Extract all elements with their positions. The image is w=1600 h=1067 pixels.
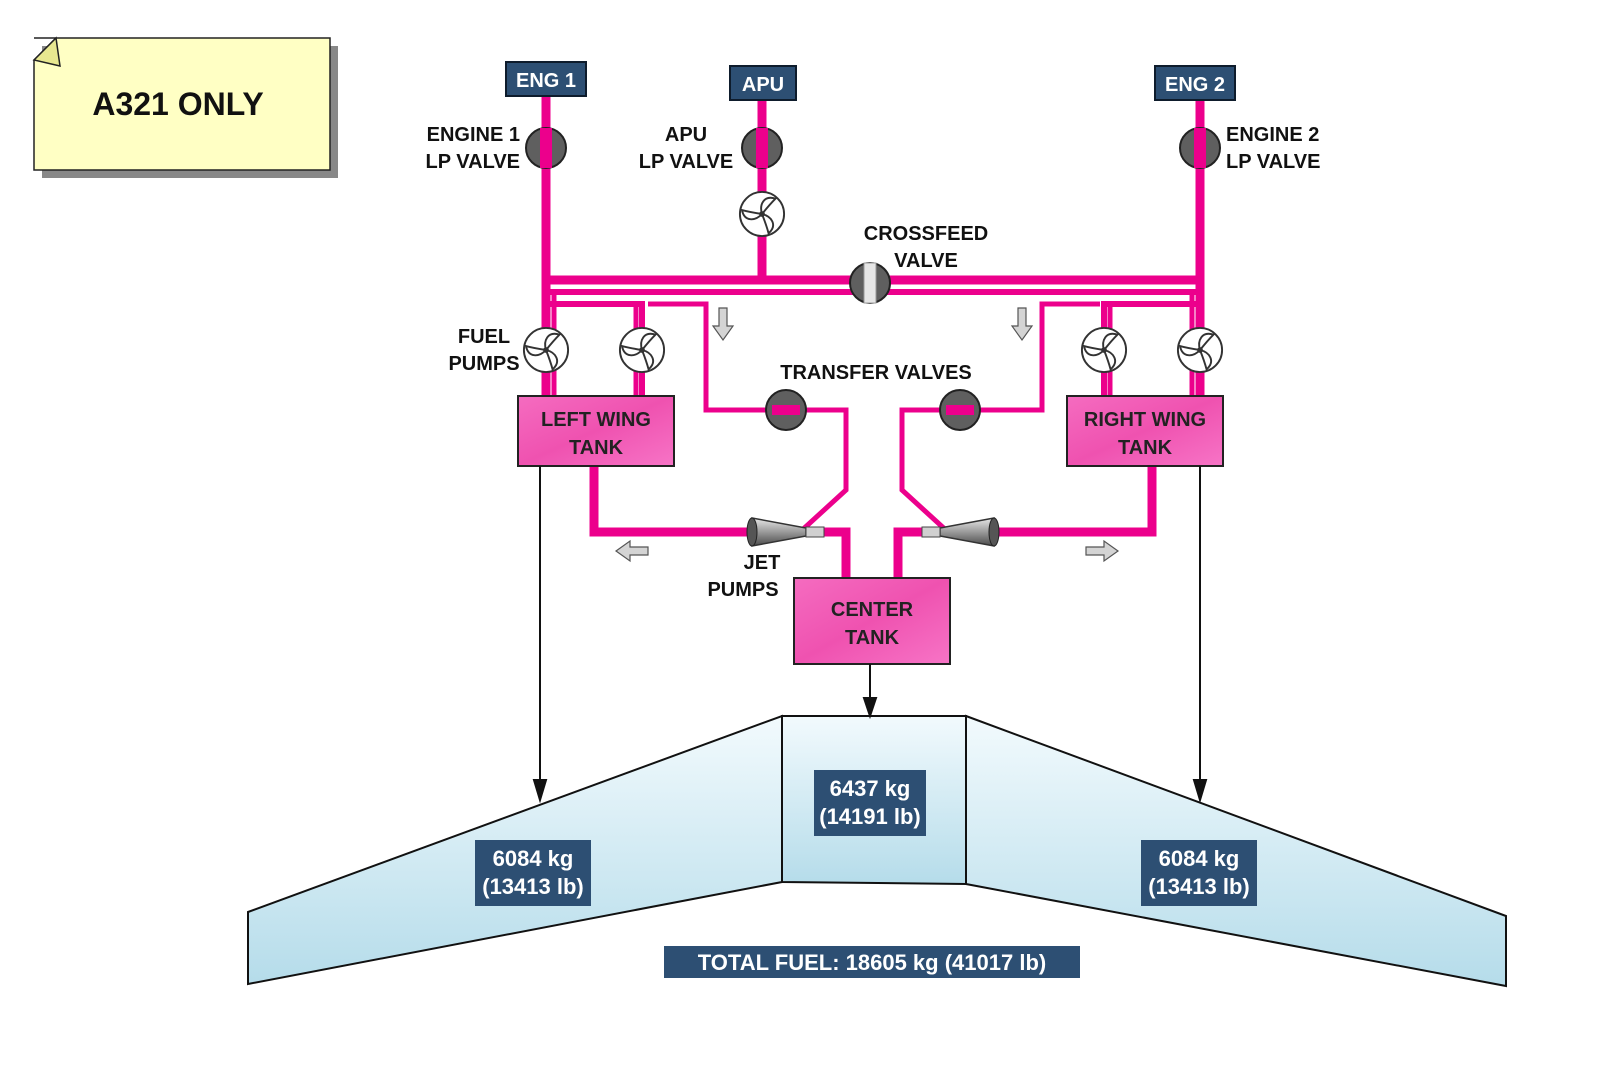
right-wing-tank: RIGHT WING TANK	[1066, 395, 1224, 467]
apu-lp-valve-label-2: LP VALVE	[639, 151, 733, 173]
svg-text:ENG 1: ENG 1	[516, 70, 576, 92]
flow-arrows	[614, 307, 1120, 563]
total-fuel-box: TOTAL FUEL: 18605 kg (41017 lb)	[664, 946, 1080, 978]
engine2-lp-valve-label: ENGINE 2	[1226, 124, 1319, 146]
transfer-valves-label: TRANSFER VALVES	[780, 362, 972, 384]
svg-text:(14191 lb): (14191 lb)	[819, 804, 921, 829]
svg-text:6084 kg: 6084 kg	[1159, 846, 1240, 871]
center-tank: CENTER TANK	[793, 577, 951, 665]
svg-text:6437 kg: 6437 kg	[830, 776, 911, 801]
apu-lp-valve-label: APU	[665, 124, 707, 146]
engine1-lp-valve-label: ENGINE 1	[427, 124, 520, 146]
jet-pumps-label-2: PUMPS	[707, 579, 778, 601]
fuel-pumps-label: FUEL	[458, 326, 510, 348]
left-transfer-valve-icon	[765, 389, 807, 431]
engine1-lp-valve-label-2: LP VALVE	[426, 151, 520, 173]
engine1-lp-valve-icon	[525, 127, 567, 169]
right-capacity-box: 6084 kg (13413 lb)	[1141, 840, 1257, 906]
crossfeed-valve-label-2: VALVE	[894, 250, 958, 272]
right-transfer-valve-icon	[939, 389, 981, 431]
component-labels: ENGINE 1 LP VALVE APU LP VALVE ENGINE 2 …	[426, 124, 1321, 601]
right-jet-pump-icon	[921, 517, 1000, 547]
right-fuel-pump-2-icon	[1176, 326, 1224, 374]
svg-text:LEFT WING: LEFT WING	[541, 409, 651, 431]
crossfeed-valve-label: CROSSFEED	[864, 223, 988, 245]
svg-text:TANK: TANK	[569, 437, 624, 459]
fuel-pumps-label-2: PUMPS	[448, 353, 519, 375]
apu-box: APU	[729, 65, 797, 101]
svg-text:APU: APU	[742, 74, 784, 96]
svg-text:(13413 lb): (13413 lb)	[1148, 874, 1250, 899]
left-jet-pump-icon	[746, 517, 825, 547]
note-text: A321 ONLY	[92, 86, 263, 122]
center-capacity-box: 6437 kg (14191 lb)	[814, 770, 926, 836]
left-capacity-box: 6084 kg (13413 lb)	[475, 840, 591, 906]
apu-lp-valve-icon	[741, 127, 783, 169]
svg-text:6084 kg: 6084 kg	[493, 846, 574, 871]
left-fuel-pump-1-icon	[522, 326, 570, 374]
eng2-box: ENG 2	[1154, 65, 1236, 101]
left-wing-tank: LEFT WING TANK	[517, 395, 675, 467]
a321-only-note: A321 ONLY	[32, 36, 338, 178]
down-arrow-icon	[711, 307, 735, 342]
pointer-arrows	[532, 466, 1208, 804]
svg-text:RIGHT WING: RIGHT WING	[1084, 409, 1206, 431]
right-fuel-pump-1-icon	[1080, 326, 1128, 374]
crossfeed-valve-icon	[849, 262, 891, 304]
engine2-lp-valve-label-2: LP VALVE	[1226, 151, 1320, 173]
svg-text:(13413 lb): (13413 lb)	[482, 874, 584, 899]
engine2-lp-valve-icon	[1179, 127, 1221, 169]
left-arrow-icon	[614, 539, 649, 563]
svg-text:ENG 2: ENG 2	[1165, 74, 1225, 96]
svg-text:CENTER: CENTER	[831, 599, 914, 621]
down-arrow-icon	[1010, 307, 1034, 342]
right-arrow-icon	[1085, 539, 1120, 563]
wing-planform	[247, 714, 1507, 988]
jet-pumps-label: JET	[744, 552, 781, 574]
apu-fuel-pump-icon	[738, 190, 786, 238]
svg-text:TANK: TANK	[845, 627, 900, 649]
left-fuel-pump-2-icon	[618, 326, 666, 374]
eng1-box: ENG 1	[505, 61, 587, 97]
svg-text:TANK: TANK	[1118, 437, 1173, 459]
svg-text:TOTAL FUEL: 18605 kg (41017 lb: TOTAL FUEL: 18605 kg (41017 lb)	[698, 950, 1046, 975]
